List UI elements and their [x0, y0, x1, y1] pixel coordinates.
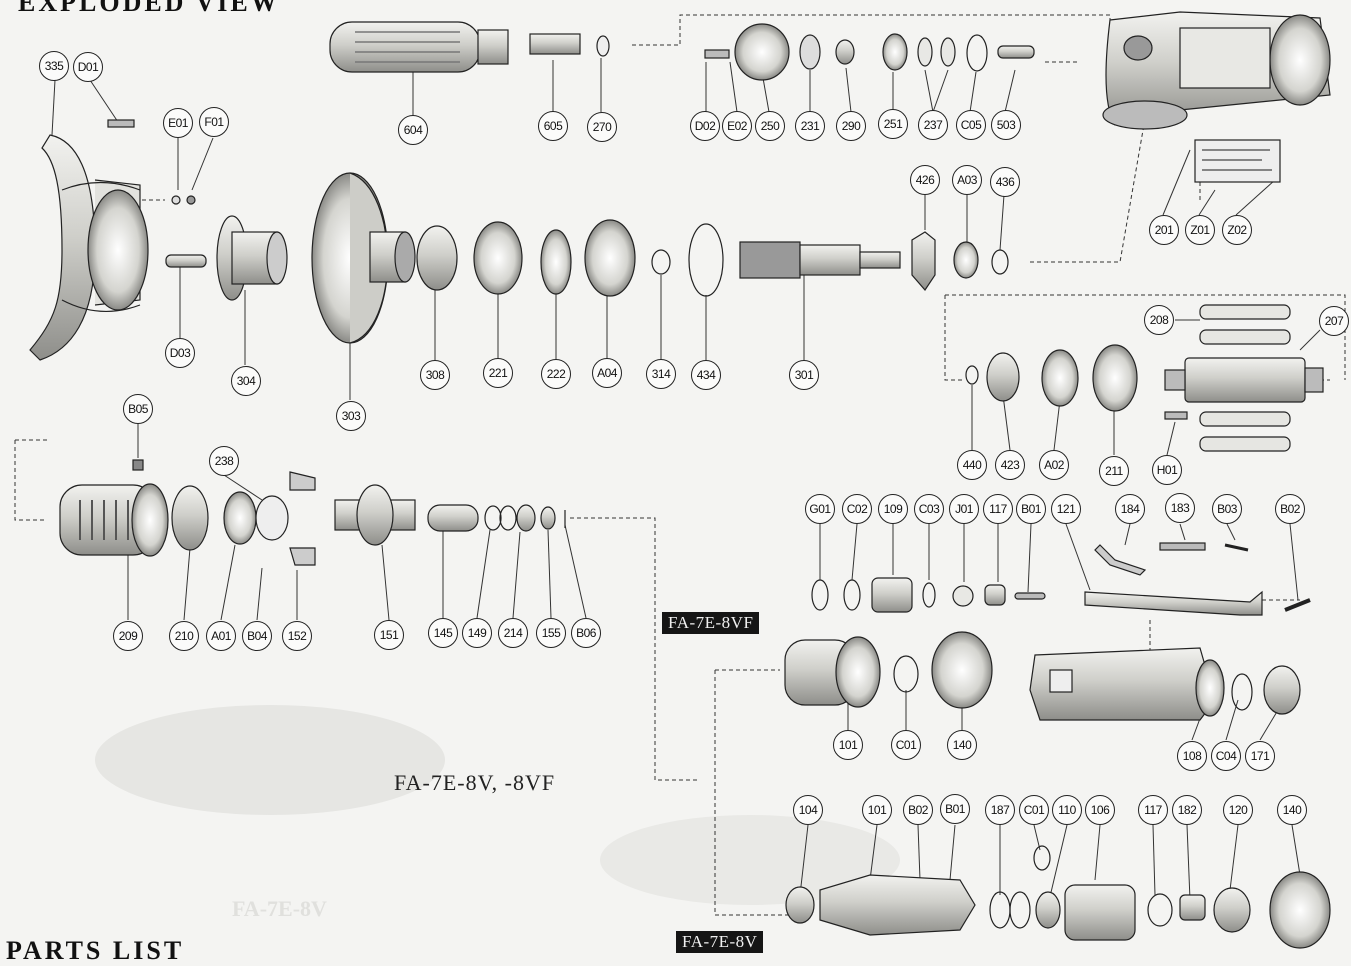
callout-211: 211 — [1099, 456, 1129, 486]
exploded-view-heading: EXPLODED VIEW — [18, 0, 280, 17]
callout-f01: F01 — [199, 107, 229, 137]
callout-184: 184 — [1115, 494, 1145, 524]
callout-149: 149 — [462, 618, 492, 648]
callout-a01: A01 — [206, 621, 236, 651]
callout-e02: E02 — [722, 111, 752, 141]
callout-g01: G01 — [805, 494, 835, 524]
callout-151: 151 — [374, 620, 404, 650]
callout-c01: C01 — [891, 730, 921, 760]
watermark-label: FA-7E-8V — [232, 896, 327, 921]
callout-222: 222 — [541, 359, 571, 389]
callout-e01: E01 — [163, 108, 193, 138]
callout-434: 434 — [691, 360, 721, 390]
callout-108: 108 — [1177, 741, 1207, 771]
callout-b03: B03 — [1212, 494, 1242, 524]
model-caption: FA-7E-8V, -8VF — [394, 770, 556, 795]
callout-238: 238 — [209, 446, 239, 476]
callout-187: 187 — [985, 795, 1015, 825]
callout-z02: Z02 — [1222, 215, 1252, 245]
callout-605: 605 — [538, 111, 568, 141]
callout-182: 182 — [1172, 795, 1202, 825]
callout-210: 210 — [169, 621, 199, 651]
callout-c05: C05 — [956, 110, 986, 140]
callout-145: 145 — [428, 618, 458, 648]
callout-171: 171 — [1245, 741, 1275, 771]
callout-237: 237 — [918, 110, 948, 140]
callout-d01: D01 — [73, 52, 103, 82]
callout-j01: J01 — [949, 494, 979, 524]
callout-120: 120 — [1223, 795, 1253, 825]
callout-104: 104 — [793, 795, 823, 825]
callout-c03: C03 — [914, 494, 944, 524]
callout-d03: D03 — [165, 338, 195, 368]
callout-207: 207 — [1319, 306, 1349, 336]
callout-117: 117 — [983, 494, 1013, 524]
callout-b05: B05 — [123, 394, 153, 424]
callout-a02: A02 — [1039, 450, 1069, 480]
callout-301: 301 — [789, 360, 819, 390]
callout-101: 101 — [833, 730, 863, 760]
callout-604: 604 — [398, 115, 428, 145]
callout-221: 221 — [483, 358, 513, 388]
callout-b02: B02 — [1275, 494, 1305, 524]
callout-251: 251 — [878, 109, 908, 139]
callout-303: 303 — [336, 401, 366, 431]
callout-308: 308 — [420, 360, 450, 390]
callout-152: 152 — [282, 621, 312, 651]
model-tag-fa7e-8v: FA-7E-8V — [676, 931, 764, 953]
callout-209: 209 — [113, 621, 143, 651]
callout-231: 231 — [795, 111, 825, 141]
callout-a04: A04 — [592, 358, 622, 388]
callout-b01: B01 — [1016, 494, 1046, 524]
callout-z01: Z01 — [1185, 215, 1215, 245]
callout-201: 201 — [1149, 215, 1179, 245]
callout-b04: B04 — [242, 621, 272, 651]
callout-c01-bottom: C01 — [1019, 795, 1049, 825]
callout-426: 426 — [910, 165, 940, 195]
callout-270: 270 — [587, 112, 617, 142]
callout-b02-bottom: B02 — [903, 795, 933, 825]
callout-106: 106 — [1085, 795, 1115, 825]
callout-503: 503 — [991, 110, 1021, 140]
callout-117-bottom: 117 — [1138, 795, 1168, 825]
callout-290: 290 — [836, 111, 866, 141]
callout-b01-bottom: B01 — [940, 794, 970, 824]
callout-214: 214 — [498, 618, 528, 648]
callout-109: 109 — [878, 494, 908, 524]
callout-250: 250 — [755, 111, 785, 141]
callout-436: 436 — [990, 167, 1020, 197]
callout-121: 121 — [1051, 494, 1081, 524]
callout-423: 423 — [995, 450, 1025, 480]
callout-h01: H01 — [1152, 455, 1182, 485]
callout-314: 314 — [646, 359, 676, 389]
callout-335: 335 — [39, 51, 69, 81]
callout-155: 155 — [536, 618, 566, 648]
callout-183: 183 — [1165, 493, 1195, 523]
callout-c02: C02 — [842, 494, 872, 524]
callout-101-bottom: 101 — [862, 795, 892, 825]
callout-a03: A03 — [952, 165, 982, 195]
callout-140-bottom: 140 — [1277, 795, 1307, 825]
callout-140: 140 — [947, 730, 977, 760]
callout-b06: B06 — [571, 618, 601, 648]
model-tag-fa7e-8vf: FA-7E-8VF — [662, 612, 760, 634]
callout-304: 304 — [231, 366, 261, 396]
callout-440: 440 — [957, 450, 987, 480]
callout-110: 110 — [1052, 795, 1082, 825]
callout-c04: C04 — [1211, 741, 1241, 771]
callout-d02: D02 — [690, 111, 720, 141]
callout-208: 208 — [1144, 305, 1174, 335]
